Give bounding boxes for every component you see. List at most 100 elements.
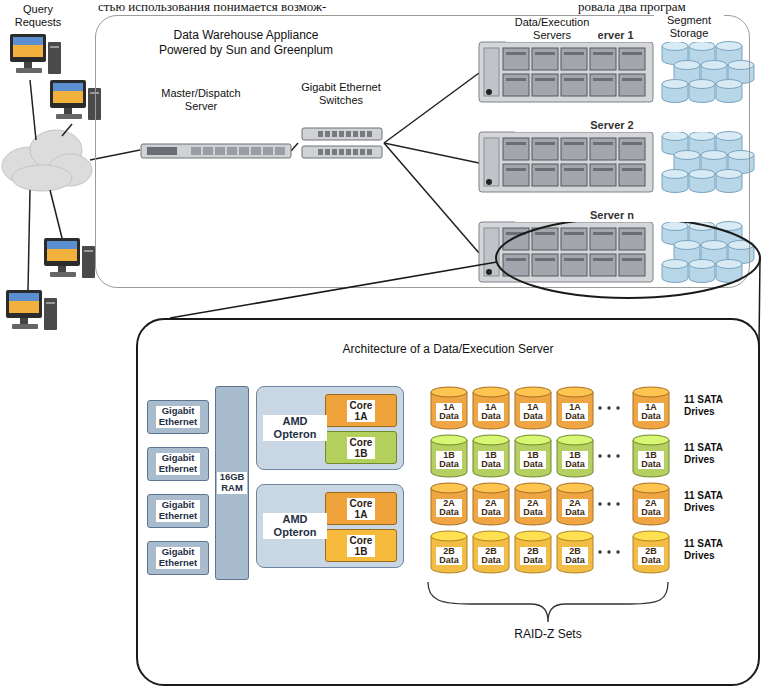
device-drawing: [622, 52, 642, 55]
segment-storage-disk: [728, 151, 754, 160]
device-drawing: [590, 74, 616, 96]
segment-storage-disk: [662, 42, 754, 283]
device-drawing: [593, 52, 613, 55]
device-drawing: [561, 74, 587, 96]
sata-disk: 2B Data: [556, 530, 594, 574]
device-drawing: [431, 387, 467, 397]
device-drawing: [346, 149, 351, 155]
device-drawing: [515, 435, 551, 445]
sata-disk: 2A Data: [430, 482, 468, 526]
device-drawing: [532, 74, 558, 96]
segment-storage-disk: [689, 132, 715, 141]
device-drawing: [633, 536, 669, 573]
device-drawing: [564, 168, 584, 171]
device-drawing: [473, 440, 509, 477]
ellipsis-dots: [598, 454, 601, 457]
device-drawing: [479, 222, 653, 282]
nic-port-box: Gigabit Ethernet: [147, 400, 209, 434]
device-drawing: [515, 440, 551, 477]
device-drawing: [535, 142, 555, 145]
segment-storage-disk: [662, 260, 688, 269]
ellipsis-dots: [598, 550, 601, 553]
sata-disk: 1B Data: [430, 434, 468, 478]
group-label: Data/Execution Servers: [506, 16, 598, 42]
node-text: 1A Data: [520, 403, 546, 422]
segment-storage-disk: [701, 241, 727, 250]
device-drawing: [503, 254, 529, 276]
device-drawing: [564, 232, 584, 235]
node-text: 1B Data: [638, 451, 664, 470]
device-drawing: [484, 48, 499, 96]
device-drawing: [431, 483, 467, 493]
device-drawing: [473, 387, 509, 397]
node-text: Gigabit Ethernet: [156, 547, 201, 569]
node-text: Gigabit Ethernet: [156, 406, 201, 428]
device-drawing: [339, 131, 344, 137]
device-drawing: [367, 131, 372, 137]
page-text-fragment: ровала два програм: [578, 0, 686, 13]
node-text: 1A Data: [478, 403, 504, 422]
ellipsis-dots: [607, 502, 610, 505]
node-text: AMD Opteron: [263, 513, 327, 539]
segment-storage-disk: [716, 170, 742, 179]
device-drawing: [325, 131, 330, 137]
callout-line: [170, 262, 497, 318]
ethernet-switch: Gigabit Ethernet Switches: [298, 81, 384, 161]
device-drawing: [515, 392, 551, 429]
node-text: 16GB RAM: [217, 472, 248, 494]
device-drawing: [633, 387, 669, 397]
cloud: [2, 130, 92, 191]
sata-disk: 2A Data: [632, 482, 670, 526]
node-text: 2B Data: [436, 547, 462, 566]
sata-disk: 2A Data: [514, 482, 552, 526]
device-drawing: [535, 232, 555, 235]
device-drawing: [590, 228, 616, 250]
device-drawing: [332, 131, 337, 137]
segment-storage-disk: [674, 61, 700, 70]
device-drawing: [622, 142, 642, 145]
node-text: Core 1A: [347, 400, 376, 422]
callout-ellipse: [496, 218, 760, 298]
sata-disk: 1B Data: [472, 434, 510, 478]
page-text-fragment: стью использования понимается возмож-: [98, 0, 326, 13]
device-drawing: [622, 78, 642, 81]
nic-port-box: Gigabit Ethernet: [147, 447, 209, 481]
raid-bracket: [428, 582, 668, 622]
network-line: [28, 190, 30, 290]
device-drawing: [619, 48, 645, 70]
node-text: Master/Dispatch Server: [149, 87, 253, 113]
callout-line: [759, 258, 760, 346]
device-drawing: [251, 147, 261, 155]
memory-box: 16GB RAM: [215, 386, 249, 580]
sata-disk: 1A Data: [556, 386, 594, 430]
node-text: 1B Data: [478, 451, 504, 470]
data-server: Server 2: [479, 118, 657, 198]
device-drawing: [473, 483, 509, 493]
device-drawing: [619, 254, 645, 276]
device-drawing: [503, 228, 529, 250]
segment-storage-disk: [689, 170, 715, 179]
node-text: 2A Data: [478, 499, 504, 518]
cloud: [12, 165, 72, 191]
network-link: [384, 143, 479, 253]
device-drawing: [633, 435, 669, 445]
device-drawing: [633, 392, 669, 429]
ellipsis-dots: [598, 502, 601, 505]
nic-port-box: Gigabit Ethernet: [147, 494, 209, 528]
node-text: Server n: [515, 208, 709, 222]
device-drawing: [515, 531, 551, 541]
device-drawing: [431, 488, 467, 525]
segment-storage-disk: [662, 42, 688, 51]
client-computer: [6, 290, 57, 330]
device-drawing: [506, 168, 526, 171]
segment-storage-disk: [716, 42, 742, 51]
device-drawing: [557, 488, 593, 525]
device-drawing: [622, 168, 642, 171]
device-drawing: [557, 483, 593, 493]
segment-storage-disk: [662, 80, 688, 89]
segment-storage-disk: [674, 151, 700, 160]
drive-count-label: 11 SATA Drives: [684, 538, 746, 562]
sata-disk: 1A Data: [472, 386, 510, 430]
device-drawing: [473, 392, 509, 429]
device-drawing: [503, 164, 529, 186]
